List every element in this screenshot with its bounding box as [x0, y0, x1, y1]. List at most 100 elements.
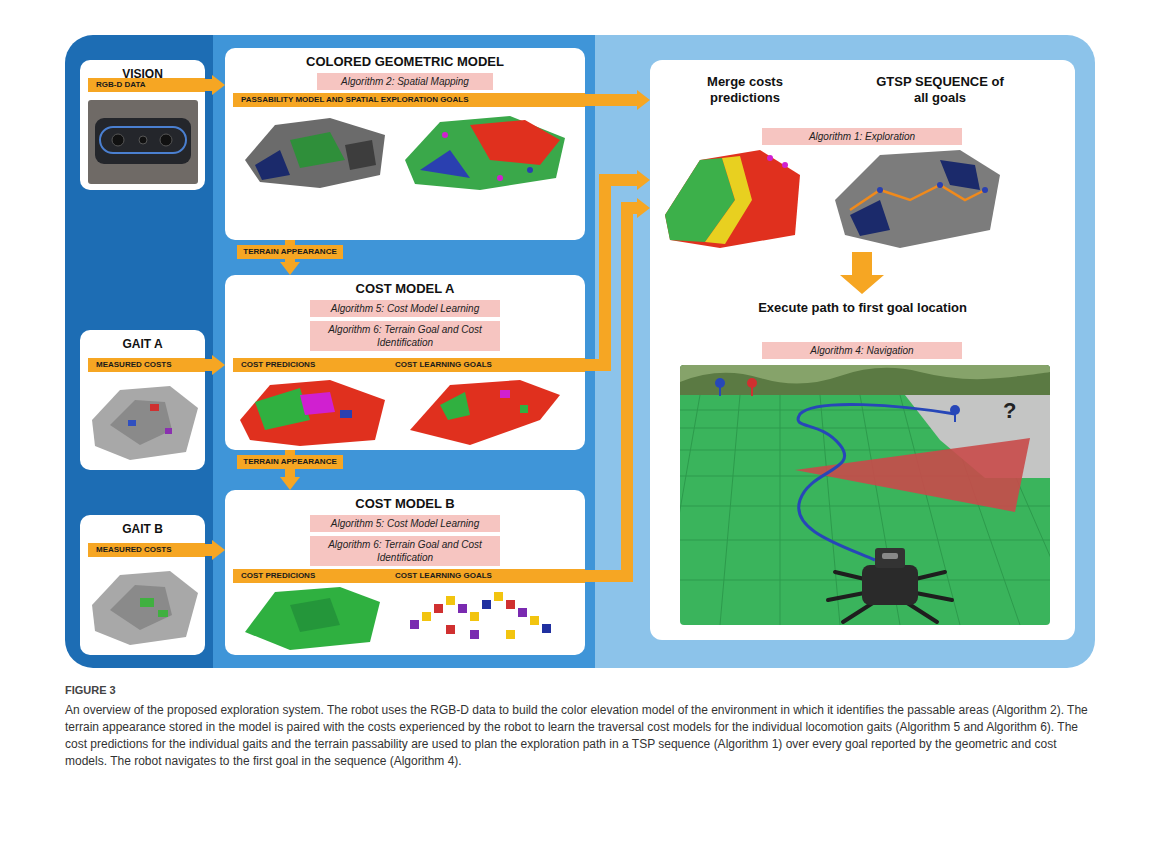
cost-model-maps	[518, 608, 527, 617]
bar-label: COST LEARNING GOALS	[395, 569, 492, 583]
algorithm-label: Algorithm 6: Terrain Goal and Cost Ident…	[316, 538, 494, 564]
gtsp-map	[835, 150, 1000, 248]
planning-panel: Merge costs predictions GTSP SEQUENCE of …	[650, 60, 1075, 640]
box-title: COLORED GEOMETRIC MODEL	[225, 54, 585, 70]
merged-cost-map	[782, 162, 788, 168]
robot-scene	[820, 395, 840, 625]
cost-model-maps	[300, 392, 335, 415]
cost-model-maps	[240, 380, 560, 650]
panel-heading: GTSP SEQUENCE of all goals	[872, 74, 1008, 106]
camera-photo	[160, 134, 172, 146]
robot-scene	[680, 540, 1050, 541]
arrow-line	[205, 79, 214, 91]
cost-model-maps	[255, 388, 310, 430]
cost-model-maps	[240, 380, 385, 446]
box-ground	[80, 515, 205, 655]
figure-number: FIGURE 3	[65, 684, 116, 696]
geometric-model-maps	[527, 167, 533, 173]
arrow-label: TERRAIN APPEARANCE	[237, 455, 343, 469]
cost-model-maps	[340, 410, 352, 418]
flow-arrow	[205, 75, 225, 95]
camera-photo	[95, 118, 191, 164]
terrain-scan	[110, 585, 172, 630]
box-title: GAIT A	[80, 337, 205, 352]
terrain-scan	[92, 571, 198, 645]
robot-scene	[680, 365, 1050, 395]
arrow-line	[585, 208, 639, 576]
terrain-scan	[92, 386, 198, 645]
terrain-scan	[140, 598, 154, 607]
terrain-scan	[158, 610, 168, 617]
algorithm-label: Algorithm 2: Spatial Mapping	[323, 75, 487, 88]
cost-model-maps	[494, 592, 503, 601]
camera-photo	[100, 127, 186, 153]
flow-down-arrow	[840, 252, 884, 294]
box-ground	[80, 48, 1075, 655]
algorithm-tag: Algorithm 5: Cost Model Learning	[310, 515, 500, 532]
cost-model-maps	[506, 600, 515, 609]
panel-bands	[213, 35, 595, 668]
algorithm-label: Algorithm 4: Navigation	[768, 344, 956, 357]
robot-scene	[875, 548, 905, 568]
flow-arrow	[585, 170, 650, 365]
cost-model-maps	[500, 390, 510, 398]
cost-model-maps	[410, 380, 560, 445]
geometric-model-maps	[245, 116, 565, 190]
algorithm-tag: Algorithm 6: Terrain Goal and Cost Ident…	[310, 321, 500, 351]
terrain-scan	[110, 400, 172, 445]
merged-cost-map	[767, 155, 773, 161]
cost-model-maps	[410, 592, 551, 639]
merged-cost-map	[705, 156, 752, 244]
source-box: GAIT B	[80, 515, 205, 655]
geometric-model-maps	[245, 118, 385, 188]
flow-arrow	[585, 90, 650, 110]
cost-model-maps	[470, 630, 479, 639]
box-title: GAIT B	[80, 522, 205, 537]
camera-photo	[139, 136, 147, 144]
robot-scene	[747, 378, 757, 388]
gtsp-map	[940, 160, 980, 190]
terrain-scan	[92, 386, 198, 460]
robot-scene	[950, 405, 960, 415]
box-ground	[80, 60, 205, 190]
flow-arrow	[585, 198, 650, 576]
algorithm-label: Algorithm 5: Cost Model Learning	[316, 517, 494, 530]
gtsp-map	[877, 187, 883, 193]
algorithm-tag: Algorithm 5: Cost Model Learning	[310, 300, 500, 317]
source-box: GAIT A	[80, 330, 205, 470]
algorithm-label: Algorithm 6: Terrain Goal and Cost Ident…	[316, 323, 494, 349]
robot-scene	[882, 553, 898, 559]
panel-heading: Execute path to first goal location	[735, 300, 990, 316]
cost-model-maps	[506, 630, 515, 639]
flow-arrow	[205, 540, 225, 560]
cost-model-maps	[470, 612, 479, 621]
geometric-model-maps	[470, 120, 560, 165]
panel-heading: Merge costs predictions	[690, 74, 800, 106]
unknown-mark: ?	[1003, 398, 1016, 424]
gtsp-map	[835, 150, 1000, 248]
cost-model-maps	[440, 392, 470, 420]
cost-model-maps	[446, 625, 455, 634]
arrow-line	[205, 544, 214, 556]
robot-scene	[780, 395, 781, 625]
cost-model-maps	[410, 620, 419, 629]
robot-scene	[795, 438, 1030, 512]
arrow-label: RGB-D DATA	[88, 78, 205, 92]
arrow-label: MEASURED COSTS	[88, 543, 205, 557]
geometric-model-maps	[420, 150, 470, 178]
robot-scene	[798, 404, 955, 560]
geometric-model-maps	[290, 132, 345, 168]
model-box: COLORED GEOMETRIC MODEL Algorithm 2: Spat…	[225, 48, 585, 240]
arrow-label: TERRAIN APPEARANCE	[237, 245, 343, 259]
robot-scene	[680, 365, 1050, 384]
figure-caption: An overview of the proposed exploration …	[65, 702, 1095, 770]
cost-model-maps	[434, 604, 443, 613]
box-title: COST MODEL A	[225, 281, 585, 297]
camera-photo	[88, 100, 198, 184]
geometric-model-maps	[405, 116, 565, 190]
algorithm-tag: Algorithm 2: Spatial Mapping	[317, 73, 493, 90]
robot-scene	[680, 395, 700, 625]
arrow-label: MEASURED COSTS	[88, 358, 205, 372]
algorithm-tag: Algorithm 4: Navigation	[762, 342, 962, 359]
